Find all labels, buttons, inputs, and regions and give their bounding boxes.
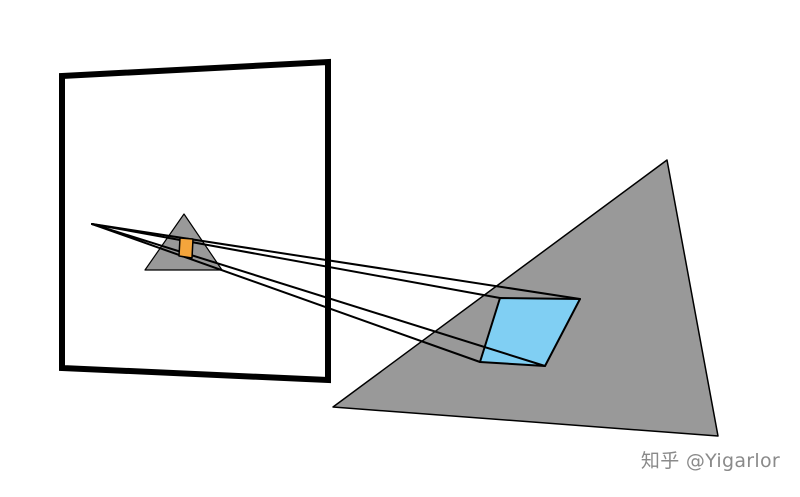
ray-upper-inner	[91, 223, 501, 299]
ray-bottom	[91, 223, 481, 363]
watermark-text: 知乎 @Yigarlor	[640, 450, 780, 472]
projection-rays	[91, 223, 581, 367]
screen-frame	[59, 58, 331, 384]
ray-lower-inner	[91, 223, 546, 367]
ray-top	[91, 223, 581, 300]
screen-pixel	[178, 237, 194, 259]
